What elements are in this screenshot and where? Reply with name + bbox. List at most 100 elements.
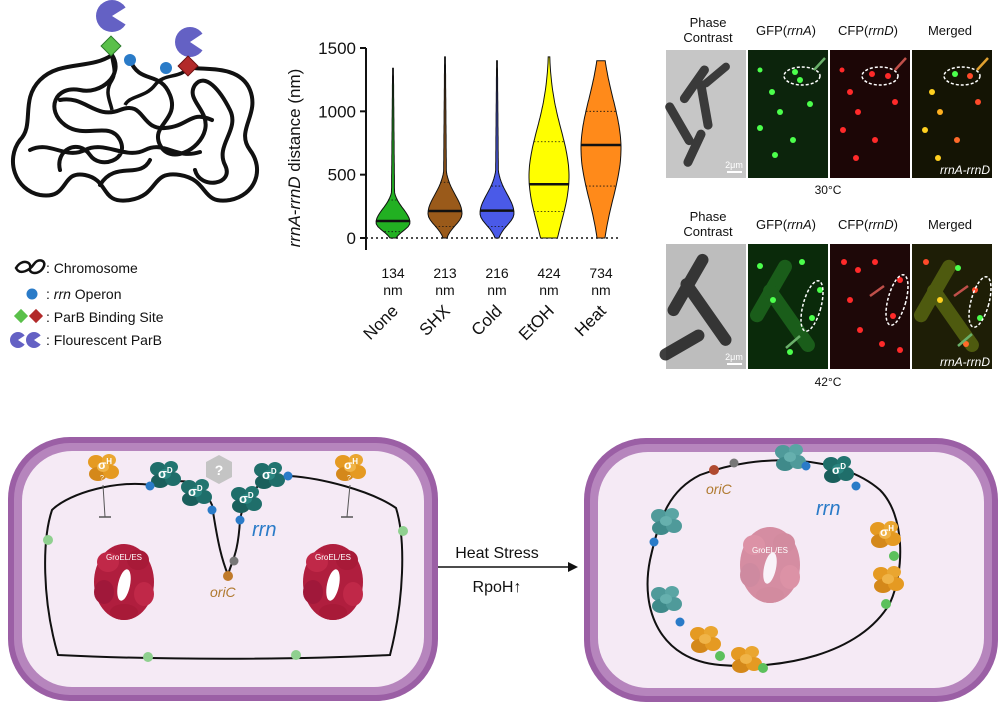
rrn-dot-left-1 — [145, 481, 155, 491]
svg-text:?: ? — [347, 475, 351, 482]
rrn-dot-left-4 — [283, 471, 293, 481]
oric-label-right: oriC — [706, 481, 733, 497]
rrn-label-right: rrn — [816, 498, 840, 520]
oric-dot-right — [709, 465, 719, 475]
parb-binding-site-icon-green — [13, 308, 29, 324]
green-dot-right-2 — [881, 599, 891, 609]
y-tick-label: 1500 — [318, 39, 356, 58]
rrn-dot-right-2 — [851, 481, 861, 491]
cfp-foci-42c — [841, 259, 903, 353]
y-tick-label: 1000 — [318, 102, 356, 121]
violin-etoh — [528, 56, 570, 239]
groel-label-right: GroEL/ES — [752, 546, 788, 555]
rrn-dot-right-4 — [675, 617, 685, 627]
median-unit-label: nm — [435, 282, 454, 298]
x-tick-label: Heat — [571, 301, 610, 340]
sigma-h-label-right: σH — [344, 457, 358, 472]
violin-shx — [427, 56, 463, 239]
y-tick-label: 500 — [328, 166, 356, 185]
unknown-factor-label: ? — [215, 462, 224, 478]
gfp-foci-42c — [757, 259, 823, 355]
oric-label-left: oriC — [210, 584, 237, 600]
gfp-foci-30c — [757, 67, 813, 158]
legend-label-rrn: : rrn Operon — [46, 286, 122, 302]
violin-chart: rrnA-rrnD distance (nm) 0 500 1000 1500 134… — [285, 39, 622, 344]
legend-label-fluorescent-parb: : Flourescent ParB — [46, 332, 162, 348]
legend-label-parb-site: : ParB Binding Site — [46, 309, 164, 325]
violin-heat — [580, 60, 622, 239]
header-cfp-bottom: CFP(rrnD) — [838, 217, 898, 232]
temperature-label-30c: 30°C — [815, 183, 842, 197]
chromosome-arm-right — [123, 64, 192, 106]
scale-bar-label-30c: 2μm — [725, 160, 743, 170]
arrow-label-bottom: RpoH↑ — [473, 579, 522, 596]
chromosome-schematic — [10, 0, 260, 203]
sigma-d-label-2: σD — [188, 484, 203, 499]
temperature-label-42c: 42°C — [815, 375, 842, 389]
parb-site-red — [177, 55, 199, 77]
rrn-operon-dot-1 — [124, 54, 136, 66]
oric-dot-left — [223, 571, 233, 581]
header-gfp-top: GFP(rrnA) — [756, 23, 816, 38]
rrn-operon-icon — [26, 288, 38, 300]
phase-cells-30c — [665, 62, 730, 167]
rrn-dot-left-2 — [207, 505, 217, 515]
legend-label-chromosome: : Chromosome — [46, 260, 138, 276]
chromosome-arm-left — [106, 47, 116, 111]
violin-none — [375, 67, 411, 239]
y-ticks: 0 500 1000 1500 — [318, 39, 366, 248]
green-dot-left-4 — [291, 650, 301, 660]
cell-cytoplasm-left — [22, 451, 424, 687]
x-tick-label: Cold — [468, 301, 506, 339]
green-dot-right-3 — [715, 651, 725, 661]
merged-image-30c — [912, 50, 992, 178]
sigma-h-label-right-cell: σH — [880, 524, 894, 539]
median-value-label: 424 — [537, 265, 561, 281]
green-dot-left-1 — [43, 535, 53, 545]
median-value-label: 734 — [589, 265, 613, 281]
x-tick-label: None — [360, 301, 402, 343]
median-value-label: 134 — [381, 265, 405, 281]
overlay-label-42c: rrnA-rrnD — [940, 355, 990, 369]
rrn-dot-right-1 — [801, 461, 811, 471]
header-merged-top: Merged — [928, 23, 972, 38]
median-value-label: 213 — [433, 265, 457, 281]
median-unit-label: nm — [539, 282, 558, 298]
legend: : Chromosome : rrn Operon : ParB Binding… — [10, 259, 164, 348]
green-dot-right-4 — [758, 663, 768, 673]
violins — [375, 56, 622, 239]
green-dot-left-3 — [143, 652, 153, 662]
y-tick-label: 0 — [347, 229, 356, 248]
scale-bar-label-42c: 2μm — [725, 352, 743, 362]
groel-label-left-1: GroEL/ES — [106, 553, 142, 562]
chromosome-tangle — [10, 53, 260, 203]
header-merged-bottom: Merged — [928, 217, 972, 232]
cell-after-heat-stress: GroEL/ES σD σH oriC rrn — [584, 438, 998, 702]
sigma-d-label-right: σD — [832, 462, 846, 477]
y-axis-label: rrnA-rrnD distance (nm) — [285, 69, 304, 248]
overlay-label-30c: rrnA-rrnD — [940, 163, 990, 177]
sigma-d-label-3: σD — [239, 491, 254, 506]
sigma-h-label-left: σH — [98, 457, 112, 472]
median-value-label: 216 — [485, 265, 509, 281]
parb-binding-site-icon-red — [28, 308, 44, 324]
phase-cells-42c — [659, 253, 732, 361]
svg-text:?: ? — [100, 475, 104, 482]
rrn-operon-dot-2 — [160, 62, 172, 74]
cell-before-heat-stress: σH ? σH ? σD σD σD σD ? rrn oriC — [8, 437, 438, 701]
sigma-d-label-1: σD — [158, 466, 173, 481]
green-dot-right-1 — [889, 551, 899, 561]
median-unit-label: nm — [591, 282, 610, 298]
rrn-dot-right-3 — [649, 537, 659, 547]
terminus-dot-right — [729, 458, 739, 468]
cfp-foci-30c — [839, 67, 898, 161]
arrow-label-top: Heat Stress — [455, 545, 539, 562]
rrn-label-left: rrn — [252, 519, 276, 541]
sigma-d-label-4: σD — [262, 467, 277, 482]
